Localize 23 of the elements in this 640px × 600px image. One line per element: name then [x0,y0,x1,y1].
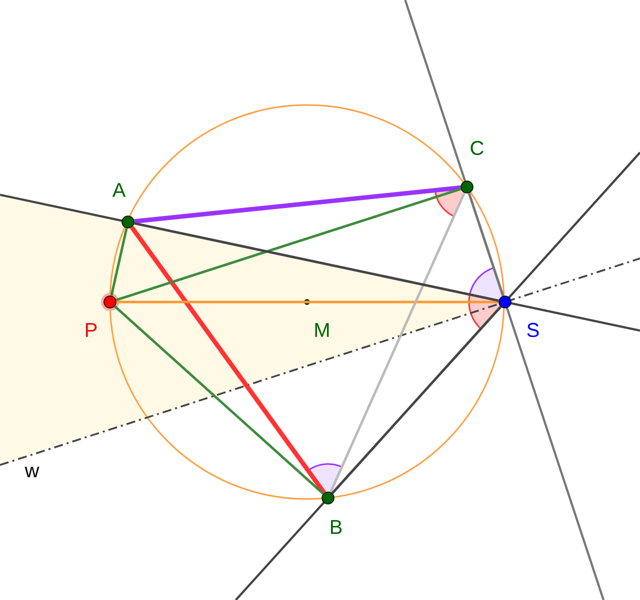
line-segment [130,226,326,494]
point [304,299,310,305]
point [101,293,119,311]
line-segment [134,185,461,224]
line-segment [134,222,499,302]
point [322,492,334,504]
point-label: P [86,323,97,337]
line-segment [116,188,462,302]
line-segment [114,305,324,495]
point-label: S [527,322,539,338]
line-segment [110,228,128,296]
point [460,180,474,194]
line-segment [331,306,502,494]
line-segment [116,300,499,304]
point-label: M [315,323,329,337]
point-label: C [470,140,484,156]
point-label: B [330,520,342,534]
line-segment [468,192,504,296]
line-segment [329,192,466,493]
point [498,296,512,308]
line-label: w [24,466,40,478]
point [122,216,134,228]
point-label: A [112,183,126,197]
